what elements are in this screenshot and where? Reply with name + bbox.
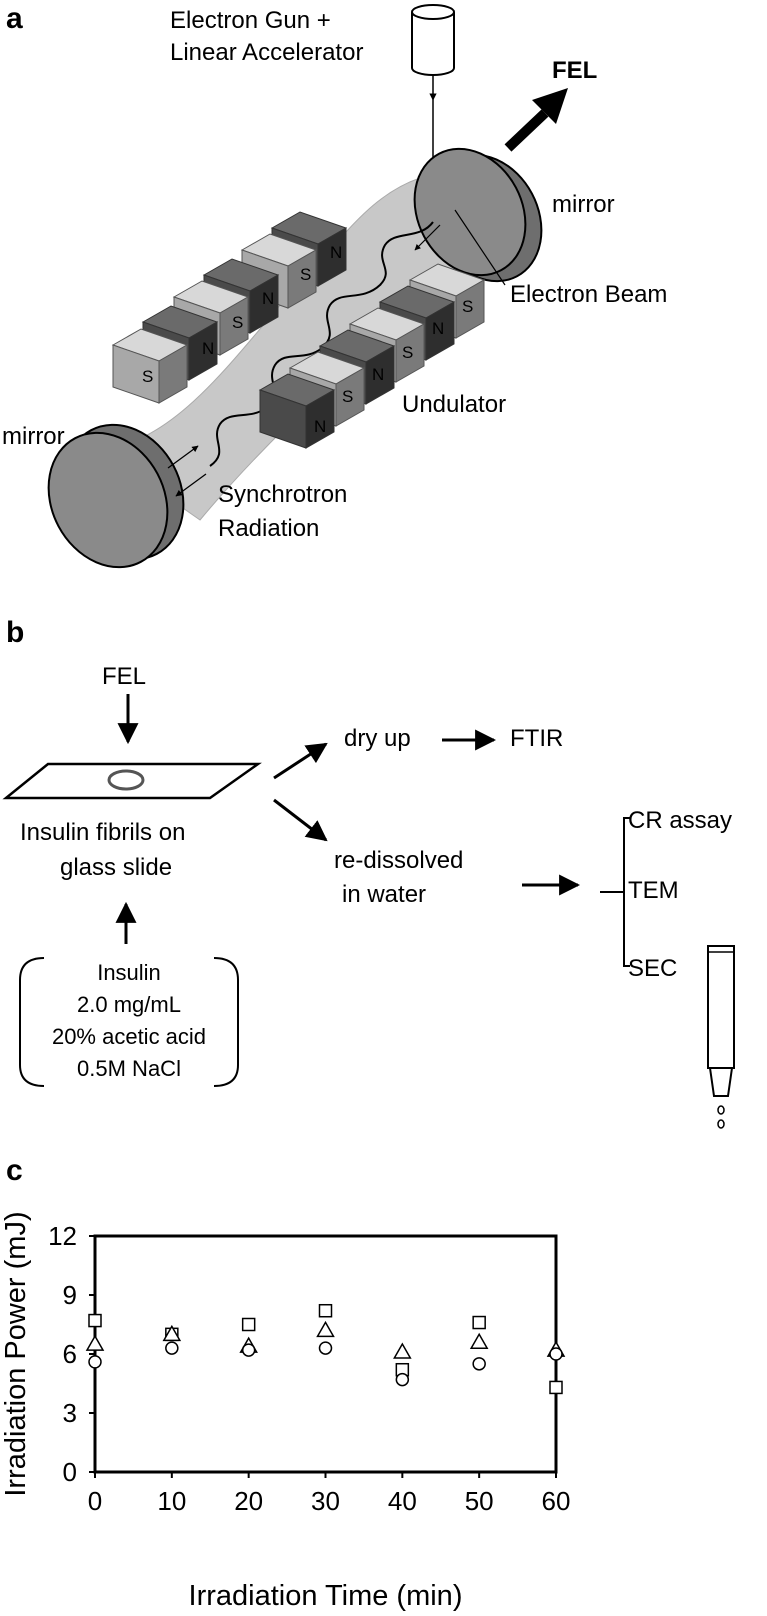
circle-marker: [318, 1341, 333, 1355]
square-marker: [549, 1380, 563, 1395]
triangle-marker: [316, 1320, 335, 1338]
sec-column-icon: [707, 945, 735, 1129]
magnet-s-icon: [111, 328, 189, 404]
electron-gun-label-line1: Electron Gun +: [170, 7, 331, 34]
y-tick-label: 6: [63, 1339, 77, 1369]
pole-s-label: S: [342, 387, 353, 406]
slide-label-line1: Insulin fibrils on: [20, 819, 185, 846]
y-axis-label: Irradiation Power (mJ): [0, 1211, 32, 1496]
magnet-row-back: N S N S N: [111, 211, 348, 404]
circle-marker: [472, 1357, 486, 1371]
electron-gun-cylinder-icon: [411, 4, 455, 76]
glass-slide-icon: [2, 762, 262, 800]
x-tick-label: 0: [88, 1486, 102, 1516]
x-tick-label: 20: [234, 1486, 263, 1516]
circle-marker: [395, 1372, 410, 1387]
x-tick-label: 60: [542, 1486, 571, 1516]
assay-sec-label: SEC: [628, 955, 677, 982]
dry-up-label: dry up: [344, 725, 411, 752]
redissolved-label-line1: re-dissolved: [334, 847, 463, 874]
synchrotron-label-line1: Synchrotron: [218, 481, 347, 508]
triangle-marker: [162, 1324, 182, 1342]
circle-marker: [241, 1343, 256, 1357]
pole-n-label: N: [202, 339, 214, 358]
panel-a: a Electron Gun + Linear Accelerator FEL …: [2, 2, 667, 569]
x-tick-label: 50: [465, 1486, 494, 1516]
fel-input-label: FEL: [102, 663, 146, 690]
radiation-arrow-forward: [167, 445, 199, 469]
electron-beam-pointer: [454, 209, 506, 286]
solution-line1: Insulin: [97, 960, 161, 985]
pole-s-label: S: [232, 313, 243, 332]
ftir-label: FTIR: [510, 725, 563, 752]
synchrotron-label-line2: Radiation: [218, 515, 319, 542]
square-marker: [472, 1315, 486, 1330]
fel-output-label: FEL: [552, 57, 597, 84]
pole-n-label: N: [432, 319, 444, 338]
pole-n-label: N: [372, 365, 384, 384]
dry-branch-arrow: [273, 742, 328, 780]
mirror-left-label: mirror: [2, 423, 65, 450]
y-tick-label: 3: [63, 1398, 77, 1428]
assay-cr-label: CR assay: [628, 807, 732, 834]
pole-n-label: N: [262, 289, 274, 308]
electron-beam-label: Electron Beam: [510, 281, 667, 308]
slide-label-line2: glass slide: [60, 854, 172, 881]
redissolve-branch-arrow: [273, 798, 328, 842]
panel-b: b FEL Insulin fibrils on glass slide Ins…: [2, 616, 735, 1129]
undulator-label: Undulator: [402, 391, 506, 418]
square-marker: [88, 1313, 102, 1328]
x-tick-label: 30: [311, 1486, 340, 1516]
panel-a-letter: a: [6, 2, 23, 35]
magnet-n-icon: [258, 373, 336, 449]
pole-s-label: S: [300, 265, 311, 284]
x-tick-label: 40: [388, 1486, 417, 1516]
radiation-arrow-back: [175, 473, 207, 497]
redissolved-label-line2: in water: [342, 881, 426, 908]
square-marker: [241, 1317, 256, 1332]
mirror-right-label: mirror: [552, 191, 615, 218]
solution-bracket-left: [19, 957, 45, 1087]
x-tick-label: 10: [157, 1486, 186, 1516]
y-tick-label: 9: [63, 1280, 77, 1310]
electron-gun-label-line2: Linear Accelerator: [170, 39, 363, 66]
pole-n-label: N: [330, 243, 342, 262]
square-marker: [318, 1303, 333, 1318]
solution-line3: 20% acetic acid: [52, 1024, 206, 1049]
panel-b-letter: b: [6, 616, 24, 649]
y-tick-label: 0: [63, 1457, 77, 1487]
circle-marker: [549, 1347, 563, 1361]
panel-c-letter: c: [6, 1154, 23, 1187]
assay-tem-label: TEM: [628, 877, 679, 904]
circle-marker: [165, 1341, 179, 1355]
pole-n-label: N: [314, 417, 326, 436]
electron-beam-arrow: [414, 224, 441, 251]
mirror-left-icon: [47, 423, 185, 569]
pole-s-label: S: [142, 367, 153, 386]
magnet-row-front: S N S N S: [258, 263, 486, 449]
x-axis-label: Irradiation Time (min): [189, 1580, 463, 1612]
fel-output-arrow: [504, 88, 568, 152]
triangle-marker: [393, 1342, 412, 1359]
solution-line2: 2.0 mg/mL: [77, 992, 181, 1017]
triangle-marker: [469, 1332, 489, 1349]
pole-s-label: S: [402, 343, 413, 362]
mirror-right-icon: [413, 147, 543, 283]
solution-bracket-right: [213, 957, 239, 1087]
circle-marker: [88, 1355, 102, 1369]
solution-line4: 0.5M NaCl: [77, 1056, 181, 1081]
sample-drop-icon: [107, 769, 145, 791]
triangle-marker: [85, 1334, 105, 1351]
y-tick-label: 12: [48, 1221, 77, 1251]
pole-s-label: S: [462, 297, 473, 316]
